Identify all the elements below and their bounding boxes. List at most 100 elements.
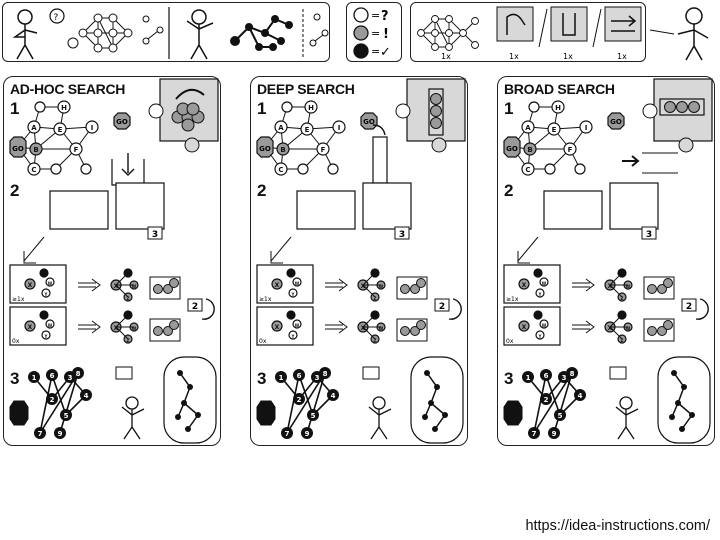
neighbor-node-label: W <box>132 284 137 289</box>
svg-text:?: ? <box>54 13 59 23</box>
neighbor-node <box>41 288 51 298</box>
neighbor-node-label: Z <box>621 296 624 301</box>
neighbor-node-label: Z <box>127 338 130 343</box>
neighbor-node <box>288 288 298 298</box>
node-a <box>274 120 288 134</box>
next-step-badge <box>394 226 410 240</box>
path-node <box>301 427 313 439</box>
neighbor-node <box>292 319 302 329</box>
step-number: 1 <box>504 99 514 118</box>
footer-url[interactable]: https://idea-instructions.com/ <box>525 518 710 534</box>
current-node <box>271 320 283 332</box>
path-node-number: 6 <box>544 372 549 380</box>
next-step-badge <box>641 226 657 240</box>
current-node-label: X <box>28 282 33 289</box>
current-node-label: X <box>361 283 366 290</box>
path-node-number: 5 <box>558 412 563 420</box>
step-number: 2 <box>10 181 20 200</box>
path-node <box>548 427 560 439</box>
step-number: 2 <box>257 181 267 200</box>
visit-count-label: 0x <box>12 338 20 345</box>
path-node <box>293 393 305 405</box>
next-step-badge-label: 3 <box>152 230 158 240</box>
current-node-label: X <box>28 324 33 331</box>
path-node <box>554 409 566 421</box>
go-node-icon <box>9 136 27 158</box>
neighbor-node <box>45 319 55 329</box>
neighbor-node <box>39 268 49 278</box>
strategy-overview: 1x 1x 1x 1x <box>410 2 646 62</box>
node-e-label: E <box>58 126 63 134</box>
neighbor-node-label: Y <box>291 292 295 297</box>
visit-count-label: ≥1x <box>506 296 519 303</box>
neighbor-node-label: Y <box>538 334 542 339</box>
repeat-arrow-icon <box>448 298 462 320</box>
legend-done-symbol: ✓ <box>380 45 391 60</box>
path-node-number: 7 <box>285 430 290 438</box>
person-figure <box>125 396 139 410</box>
explore-frame <box>296 190 356 230</box>
neighbor-node-label: W <box>295 281 300 286</box>
checkered-flag-icon <box>609 366 627 380</box>
current-node-label: X <box>608 325 613 332</box>
path-node <box>275 371 287 383</box>
path-node <box>28 371 40 383</box>
path-node-number: 1 <box>32 374 37 382</box>
path-node-number: 5 <box>311 412 316 420</box>
node-blank <box>281 101 293 113</box>
neighbor-node <box>292 277 302 287</box>
path-node-number: 4 <box>331 392 336 400</box>
expand-frame <box>9 264 67 304</box>
go-node-label: GO <box>12 145 24 153</box>
start-node-icon <box>256 400 276 426</box>
neighbor-node-label: W <box>295 323 300 328</box>
neighbor-node-label: W <box>379 326 384 331</box>
broad-repeat-label: 1x <box>617 52 627 61</box>
node-c-label: C <box>31 166 36 174</box>
node-h-label: H <box>555 104 561 112</box>
node-blank <box>297 163 309 175</box>
path-node-number: 3 <box>315 374 320 382</box>
thought-bubble <box>163 356 217 444</box>
visit-count-label: ≥1x <box>12 296 25 303</box>
unknown-node-icon <box>353 7 369 23</box>
next-step-badge-label: 3 <box>399 230 405 240</box>
node-i-label: I <box>338 124 341 132</box>
repeat-arrow-icon <box>201 298 215 320</box>
node-f <box>563 142 577 156</box>
node-h <box>551 100 565 114</box>
node-a-label: A <box>278 124 284 132</box>
legend-equals: = <box>371 45 380 58</box>
path-node-number: 2 <box>50 396 55 404</box>
go-token-icon <box>113 112 131 130</box>
repeat-step-badge-label: 2 <box>439 302 445 312</box>
step-number: 2 <box>504 181 514 200</box>
current-node-label: X <box>275 282 280 289</box>
legend-graphics: = = = ? ! ✓ <box>353 7 391 60</box>
start-node-icon <box>9 400 29 426</box>
path-node <box>46 393 58 405</box>
node-a-label: A <box>31 124 37 132</box>
neighbor-node-label: W <box>626 284 631 289</box>
node-b-label: B <box>33 146 38 154</box>
expand-frame <box>256 306 314 346</box>
current-node-label: X <box>114 283 119 290</box>
path-node-number: 8 <box>76 370 81 378</box>
neighbor-node <box>286 268 296 278</box>
thought-bubble <box>657 356 711 444</box>
adhoc-strategy-icon <box>148 78 219 153</box>
current-node-label: X <box>114 325 119 332</box>
done-node-icon <box>353 43 369 59</box>
visited-node-icon <box>353 25 369 41</box>
current-node-label: X <box>522 324 527 331</box>
expand-frame <box>9 306 67 346</box>
node-blank <box>528 101 540 113</box>
neighbor-node-label: Y <box>538 292 542 297</box>
repeat-step-badge <box>434 298 450 312</box>
node-blank <box>544 163 556 175</box>
next-step-badge <box>147 226 163 240</box>
